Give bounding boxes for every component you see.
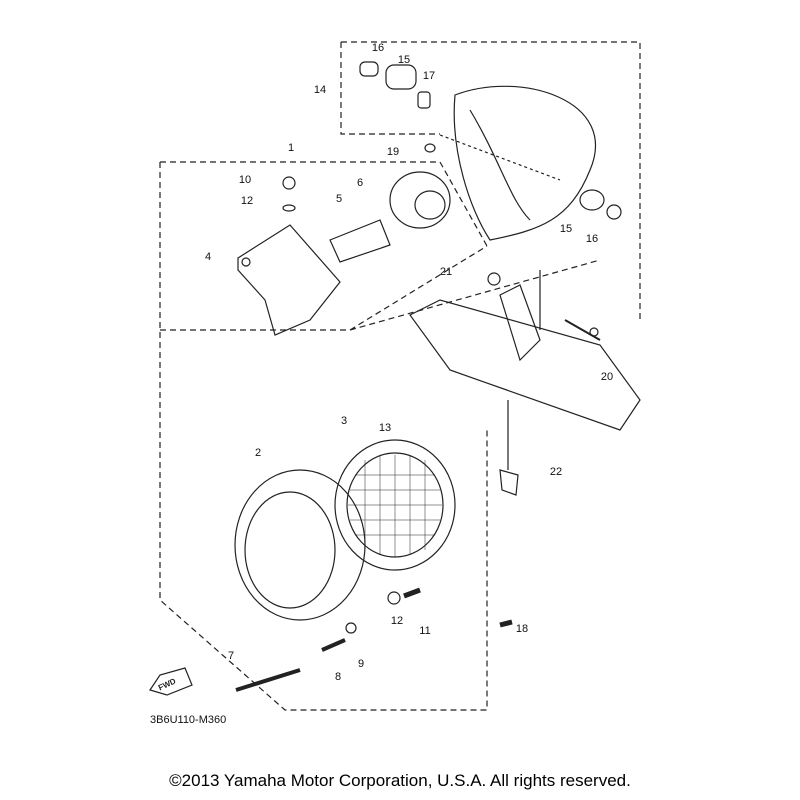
headlight-lens [334, 439, 456, 571]
part-label: 13 [378, 422, 392, 434]
copyright: ©2013 Yamaha Motor Corporation, U.S.A. A… [169, 771, 631, 790]
part-label: 18 [515, 623, 529, 635]
part-label: 12 [390, 615, 404, 627]
part-label: 12 [240, 195, 254, 207]
part-label: 19 [386, 146, 400, 158]
fasteners [235, 327, 599, 692]
part-label: 21 [439, 266, 453, 278]
socket-and-bulb [282, 171, 451, 263]
part-label: 4 [204, 251, 212, 263]
part-label: 1 [287, 142, 295, 154]
handlebar-clamp [409, 270, 641, 431]
part-label: 10 [238, 174, 252, 186]
part-label: 5 [335, 193, 343, 205]
part-label: 9 [357, 658, 365, 670]
part-label: 16 [585, 233, 599, 245]
group-box-shell [341, 41, 641, 320]
part-label: 3 [340, 415, 348, 427]
part-label: 15 [397, 54, 411, 66]
part-label: 22 [549, 466, 563, 478]
part-label: 15 [559, 223, 573, 235]
part-label: 8 [334, 671, 342, 683]
headlight-shell [439, 85, 597, 241]
diagram-code: 3B6U110-M360 [150, 714, 227, 726]
part-label: 14 [313, 84, 327, 96]
part-label: 11 [419, 625, 431, 637]
collars [359, 61, 622, 220]
part-label: 20 [600, 371, 614, 383]
group-boxes [159, 41, 641, 711]
headlight-rim [234, 469, 366, 621]
fwd-arrow-icon [149, 667, 193, 696]
part-label: 2 [254, 447, 262, 459]
part-label: 17 [422, 70, 436, 82]
part-label: 6 [356, 177, 364, 189]
bracket [237, 224, 341, 336]
part-label: 16 [371, 42, 385, 54]
part-label: 7 [227, 650, 235, 662]
